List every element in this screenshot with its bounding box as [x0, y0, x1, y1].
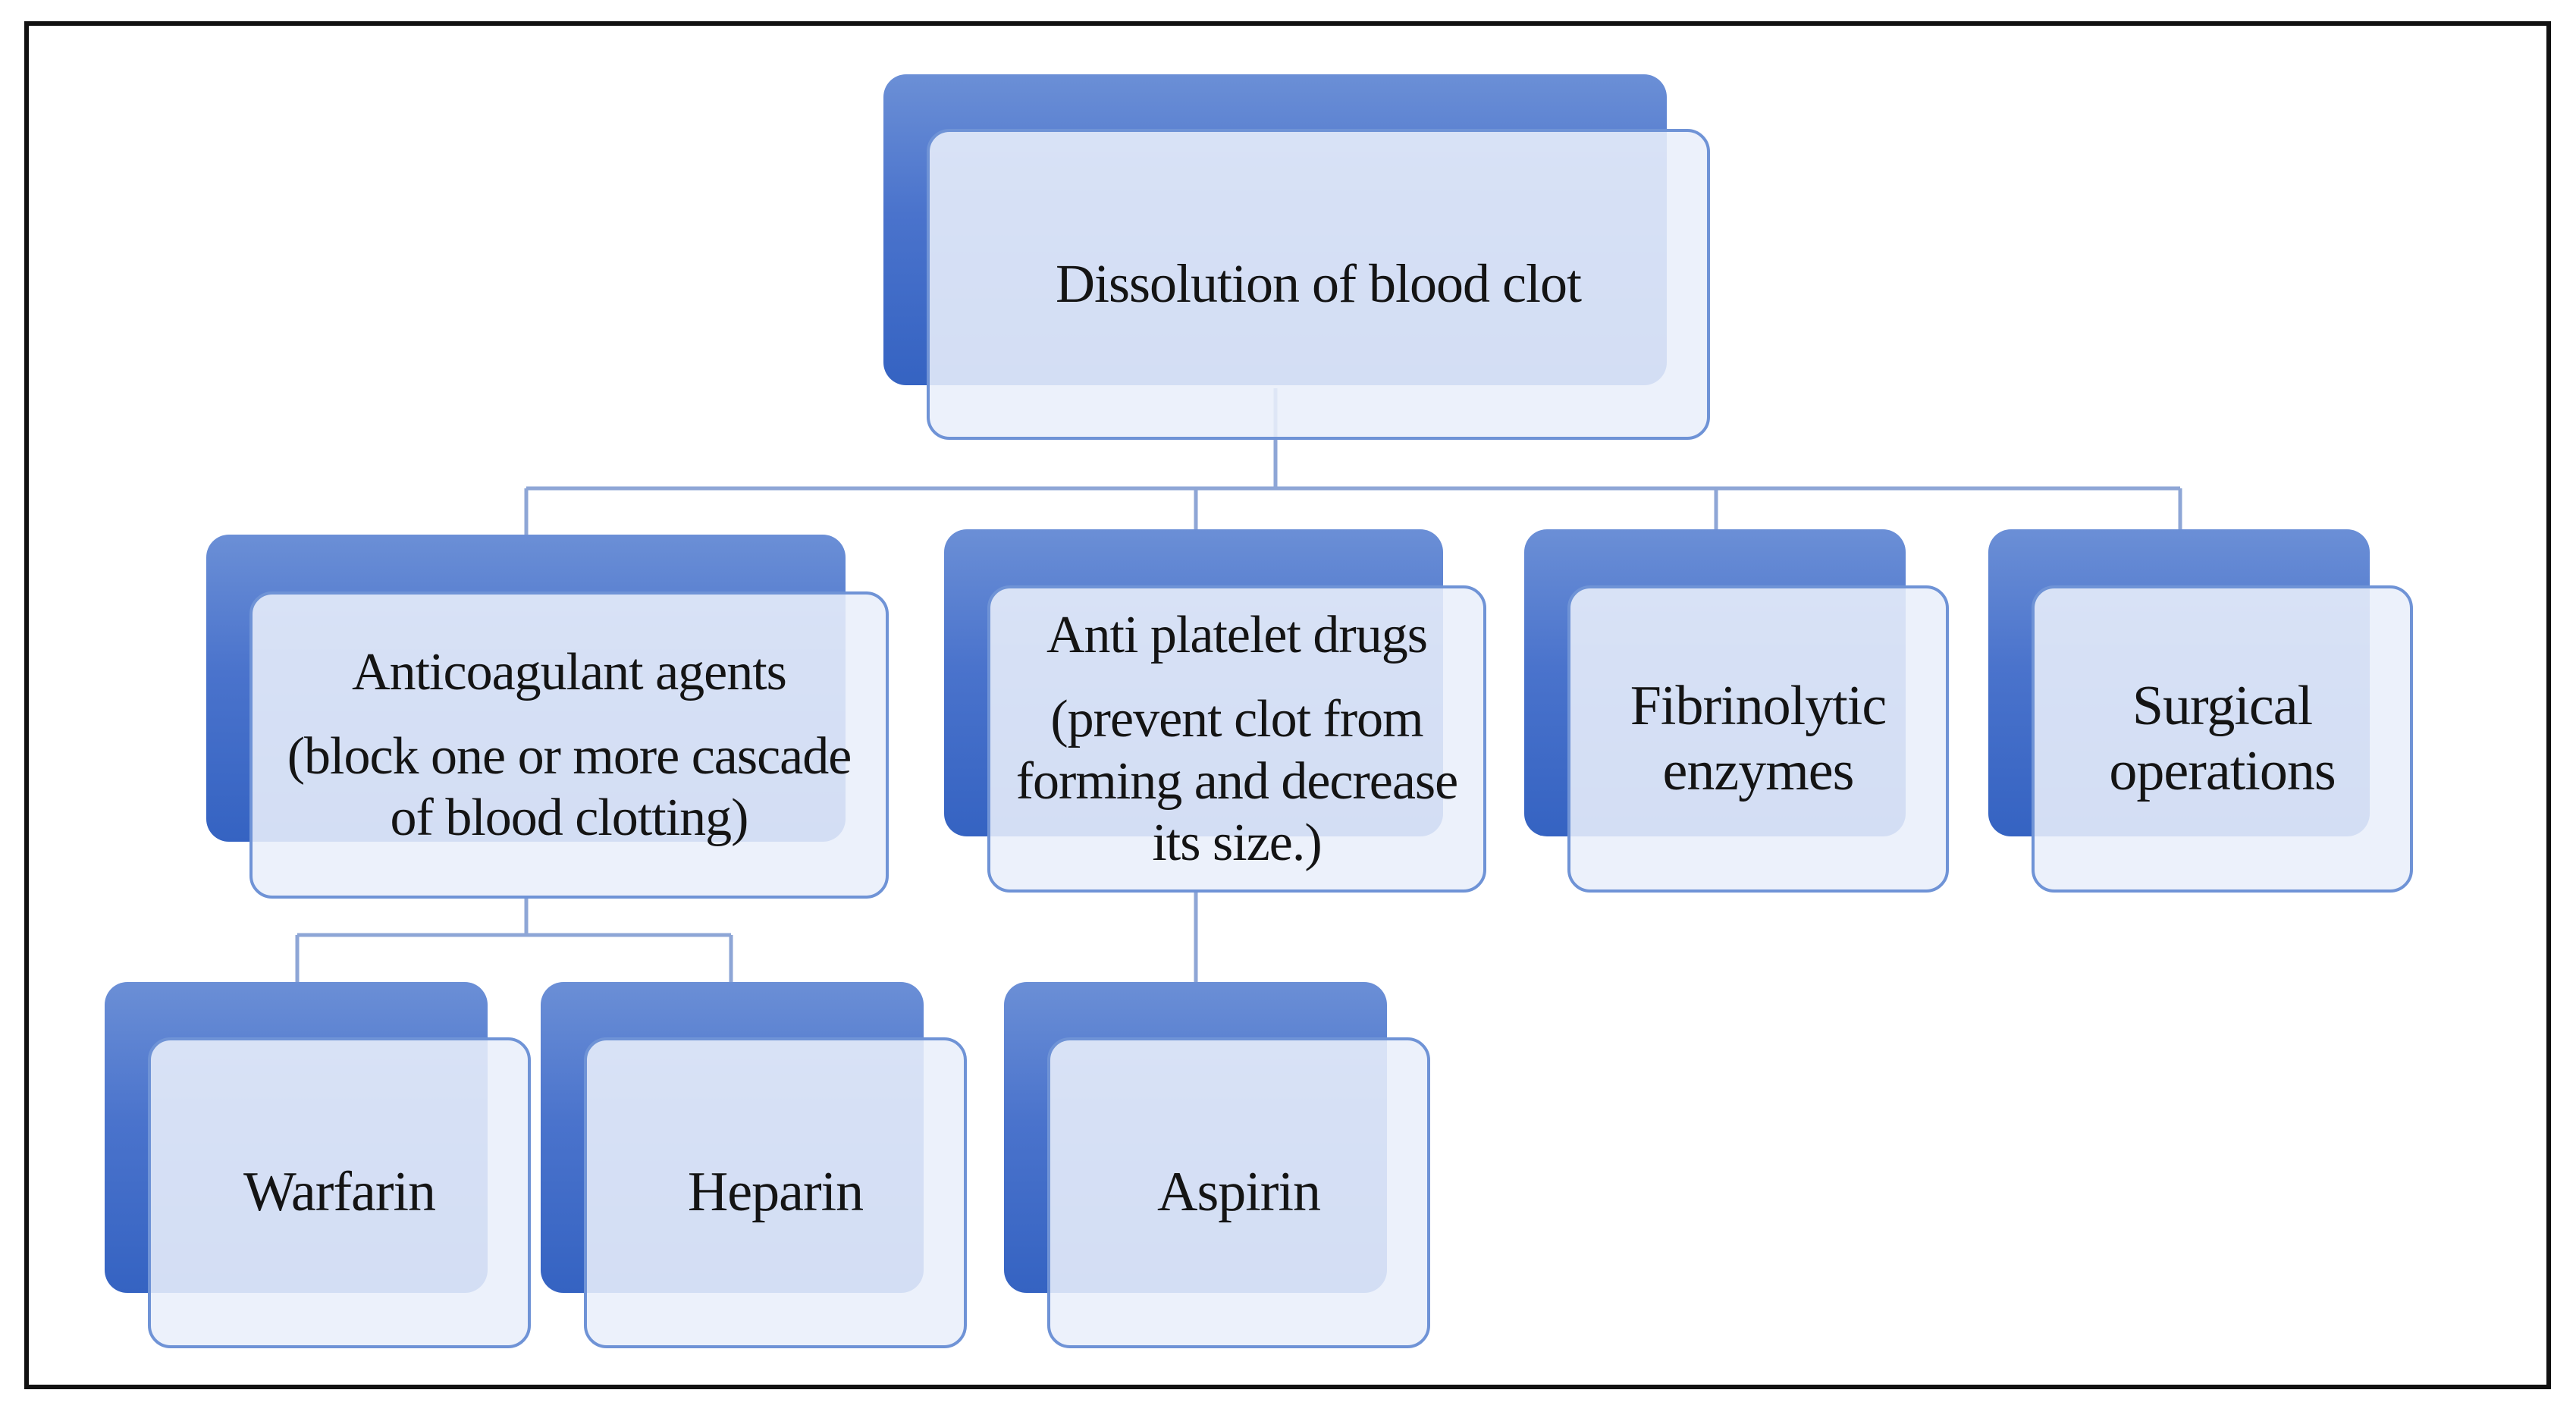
node-antiplatelet-title: Anti platelet drugs — [1046, 606, 1428, 665]
node-root: Dissolution of blood clot — [883, 74, 1710, 440]
node-anticoagulant: Anticoagulant agents (block one or more … — [206, 535, 889, 899]
node-fibrinolytic-label: Fibrinolytic enzymes — [1630, 674, 1887, 802]
node-surgical-label: Surgical operations — [2109, 674, 2336, 802]
node-root-label: Dissolution of blood clot — [1056, 253, 1582, 315]
diagram-frame — [24, 21, 2551, 1389]
node-heparin-label: Heparin — [687, 1161, 864, 1224]
node-surgical: Surgical operations — [1988, 529, 2413, 893]
node-warfarin: Warfarin — [105, 982, 531, 1348]
node-heparin: Heparin — [541, 982, 967, 1348]
node-anticoagulant-title: Anticoagulant agents — [352, 642, 787, 701]
node-fibrinolytic: Fibrinolytic enzymes — [1524, 529, 1949, 893]
node-aspirin: Aspirin — [1004, 982, 1430, 1348]
node-anticoagulant-note: (block one or more cascade of blood clot… — [287, 726, 852, 848]
node-aspirin-label: Aspirin — [1157, 1161, 1321, 1224]
node-antiplatelet: Anti platelet drugs (prevent clot from f… — [944, 529, 1486, 893]
node-antiplatelet-note: (prevent clot from forming and decrease … — [1015, 690, 1459, 872]
node-warfarin-label: Warfarin — [243, 1161, 436, 1224]
